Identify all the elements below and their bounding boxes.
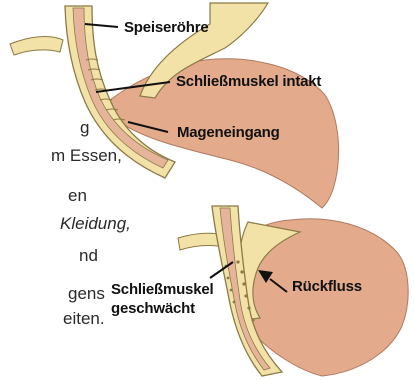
label-stomach-entrance: Mageneingang <box>177 124 280 142</box>
label-esophagus: Speiseröhre <box>124 19 209 37</box>
label-sphincter-intact: Schließmuskel intakt <box>176 73 321 91</box>
diaphragm-left <box>10 37 63 55</box>
label-sphincter-weak-line2: geschwächt <box>111 300 195 318</box>
label-sphincter-weak-line1: Schließmuskel <box>111 281 213 299</box>
label-reflux: Rückfluss <box>292 278 362 296</box>
